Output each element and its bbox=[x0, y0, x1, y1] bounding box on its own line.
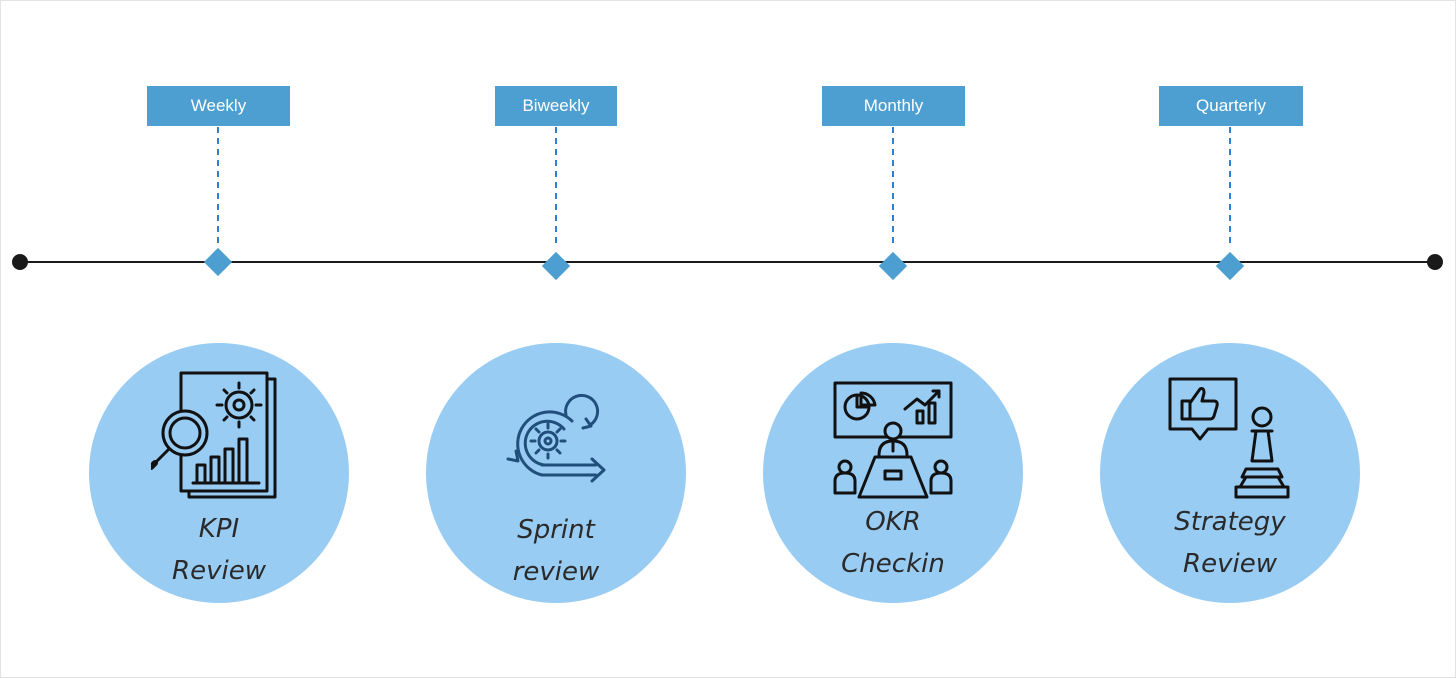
marker-weekly bbox=[203, 247, 233, 277]
milestone-circle-okr-checkin: OKR Checkin bbox=[763, 343, 1023, 603]
thumbs-up-chess-pawn-icon bbox=[1168, 377, 1290, 499]
marker-biweekly bbox=[541, 251, 571, 281]
milestone-circle-sprint-review: Sprint review bbox=[426, 343, 686, 603]
frequency-label: Monthly bbox=[863, 96, 924, 115]
milestone-circle-strategy-review: Strategy Review bbox=[1100, 343, 1360, 603]
frequency-tag-weekly: Weekly bbox=[147, 86, 290, 126]
frequency-tag-monthly: Monthly bbox=[822, 86, 965, 126]
frequency-tag-biweekly: Biweekly bbox=[495, 86, 617, 126]
frequency-label: Biweekly bbox=[522, 96, 590, 115]
milestone-label: Strategy Review bbox=[1174, 507, 1286, 579]
milestone-circle-kpi-review: KPI Review bbox=[89, 343, 349, 603]
frequency-label: Weekly bbox=[190, 96, 247, 115]
timeline-end-dot bbox=[1427, 254, 1443, 270]
sprint-cycle-gear-icon bbox=[506, 393, 606, 483]
timeline-start-dot bbox=[12, 254, 28, 270]
milestone-label: KPI Review bbox=[172, 514, 266, 586]
kpi-report-magnifier-gear-icon bbox=[151, 371, 277, 499]
milestone-label: Sprint review bbox=[512, 515, 600, 587]
marker-monthly bbox=[878, 251, 908, 281]
frequency-label: Quarterly bbox=[1196, 96, 1266, 115]
marker-quarterly bbox=[1215, 251, 1245, 281]
frequency-tag-quarterly: Quarterly bbox=[1159, 86, 1303, 126]
presentation-meeting-icon bbox=[833, 381, 953, 499]
milestone-label: OKR Checkin bbox=[841, 507, 945, 579]
